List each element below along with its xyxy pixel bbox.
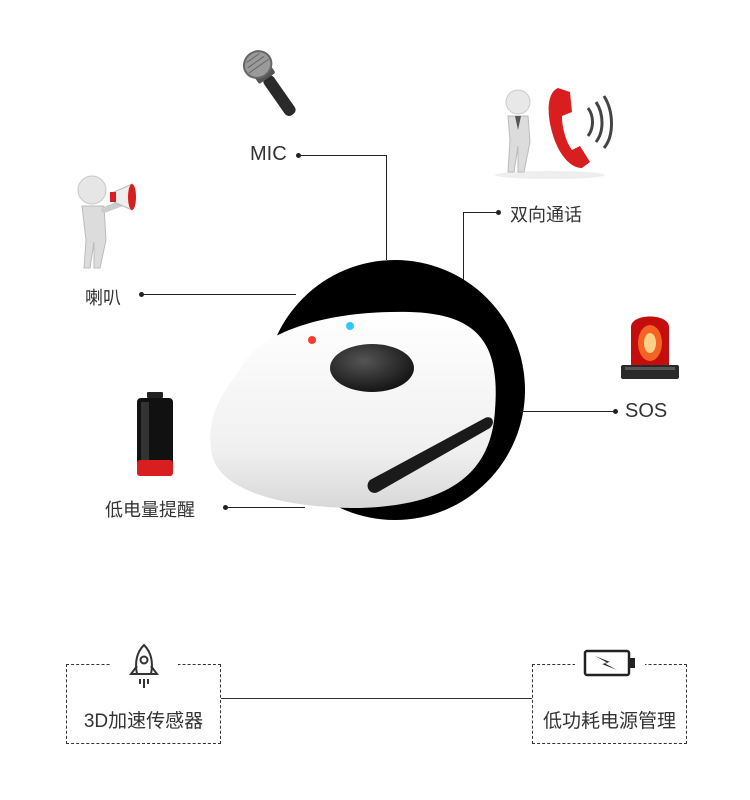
battery-icon — [133, 390, 178, 480]
led-blue-indicator — [346, 322, 354, 330]
feature-power-label: 低功耗电源管理 — [542, 711, 676, 732]
call-connector-dot — [496, 210, 501, 215]
call-connector-line-v — [463, 212, 464, 280]
rocket-icon — [126, 642, 162, 692]
call-connector-line-h — [463, 212, 498, 213]
call-label: 双向通话 — [510, 205, 582, 225]
speaker-connector-line-h — [141, 294, 296, 295]
device-side-slot — [367, 417, 493, 493]
mic-connector-line-v — [386, 155, 387, 260]
mic-connector-line-h — [298, 155, 386, 156]
feature-sensor-label: 3D加速传感器 — [83, 711, 204, 732]
mic-icon — [232, 45, 312, 125]
battery-connector-line-h — [225, 507, 305, 508]
battery-label: 低电量提醒 — [105, 500, 195, 520]
sos-connector-line-h — [520, 411, 615, 412]
device-shell — [210, 311, 496, 508]
speaker-label: 喇叭 — [85, 288, 121, 308]
feature-connector-line — [221, 698, 532, 699]
sos-connector-dot — [613, 409, 618, 414]
led-red-indicator — [308, 336, 316, 344]
mic-label: MIC — [250, 143, 287, 165]
battery-charging-icon — [583, 648, 637, 678]
call-icon — [490, 80, 620, 180]
sos-icon — [615, 305, 685, 385]
sos-label: SOS — [625, 400, 668, 422]
device-main-button[interactable] — [330, 344, 414, 392]
speaker-icon — [70, 170, 160, 270]
device-illustration — [200, 250, 540, 540]
